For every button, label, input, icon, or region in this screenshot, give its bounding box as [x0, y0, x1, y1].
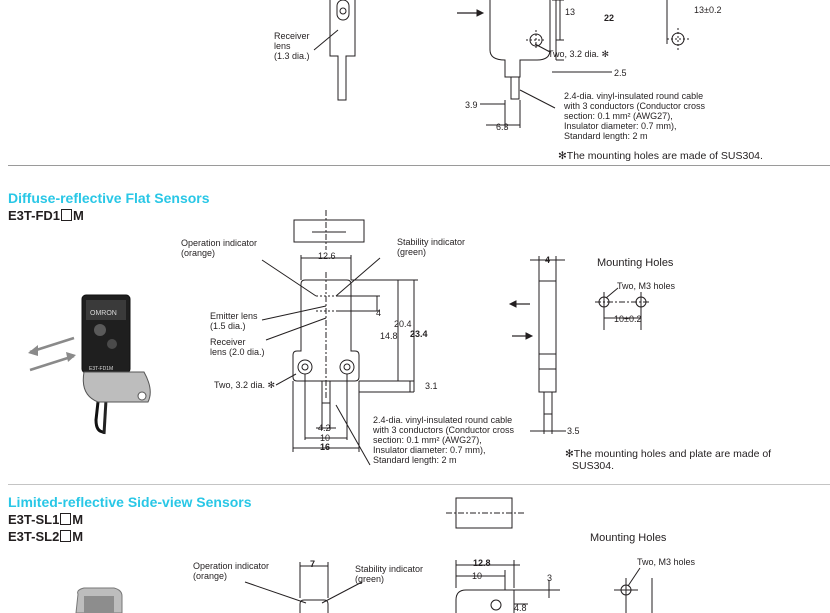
top-mounting-holes	[666, 0, 689, 50]
top-dim-22: 22	[604, 13, 615, 23]
top-dim-13-tolerance: 13±0.2	[694, 5, 722, 15]
flat-dim-16: 16	[320, 442, 331, 452]
flat-side-dim-4: 4	[545, 255, 551, 265]
flat-dim-14-8: 14.8	[380, 331, 398, 341]
top-footnote: ✻The mounting holes are made of SUS304.	[558, 150, 763, 162]
flat-sensor-photo	[28, 294, 151, 435]
flat-operation-indicator: Operation indicator (orange)	[181, 238, 258, 258]
flat-receiver-lens: Receiver lens (2.0 dia.)	[210, 337, 265, 357]
flat-mounting-holes-label: Two, M3 holes	[617, 281, 676, 291]
top-dim-13: 13	[565, 7, 576, 17]
side-dim-10: 10	[472, 571, 483, 581]
flat-dim-20-4: 20.4	[394, 319, 412, 329]
side-dim-4-8: 4.8	[514, 603, 527, 613]
flat-section-title: Diffuse-reflective Flat Sensors	[8, 190, 210, 206]
flat-cable-note: 2.4-dia. vinyl-insulated round cable wit…	[373, 415, 515, 465]
flat-dim-3-1: 3.1	[425, 381, 438, 391]
section-divider	[8, 165, 830, 166]
side-dim-12-8: 12.8	[473, 558, 491, 568]
section-divider-2	[8, 484, 830, 485]
top-dim-3-9: 3.9	[465, 100, 478, 110]
top-mount-hole-label: Two, 3.2 dia. ✻	[548, 49, 610, 59]
sensor-brand-label: OMRON	[90, 310, 117, 317]
side-sensor-side-view	[455, 560, 560, 613]
side-sensor-front-view	[244, 562, 363, 613]
flat-mount-hole-label: Two, 3.2 dia. ✻	[214, 380, 276, 390]
flat-dim-10: 10	[320, 433, 331, 443]
top-dim-2-5: 2.5	[614, 68, 627, 78]
flat-stability-indicator: Stability indicator (green)	[397, 237, 466, 257]
top-sensor-side-view	[457, 0, 612, 128]
flat-dim-4-2: 4.2	[318, 423, 331, 433]
side-mounting-holes	[614, 567, 653, 613]
top-receiver-lens-label: Receiver lens (1.3 dia.)	[274, 31, 310, 61]
side-section-title: Limited-reflective Side-view Sensors	[8, 494, 252, 510]
flat-footnote: ✻The mounting holes and plate are made o…	[565, 448, 772, 472]
top-sensor-front-view	[313, 0, 356, 101]
top-cable-note: 2.4-dia. vinyl-insulated round cable wit…	[564, 91, 706, 141]
side-stability-indicator: Stability indicator (green)	[355, 564, 424, 584]
flat-sensor-front-view	[261, 255, 418, 466]
flat-mounting-holes-title: Mounting Holes	[597, 257, 674, 269]
flat-mounting-holes	[595, 287, 650, 330]
flat-emitter-lens: Emitter lens (1.5 dia.)	[210, 311, 258, 331]
flat-dim-23-4: 23.4	[410, 329, 428, 339]
side-sensor-top-view	[446, 497, 526, 529]
side-mounting-holes-title: Mounting Holes	[590, 532, 667, 544]
flat-dim-12-6: 12.6	[318, 251, 336, 261]
side-dim-7: 7	[310, 559, 316, 569]
flat-mounting-holes-dim: 10±0.2	[614, 314, 642, 324]
sensor-model-label: E3T-FD1M	[89, 366, 114, 372]
flat-dim-3-5: 3.5	[567, 426, 580, 436]
flat-sensor-top-plate	[293, 210, 365, 250]
top-dim-6-3: 6.3	[496, 122, 509, 132]
side-mounting-holes-label: Two, M3 holes	[637, 557, 696, 567]
side-dim-3: 3	[547, 573, 553, 583]
flat-dim-4: 4	[376, 308, 382, 318]
side-sensor-photo	[75, 587, 123, 613]
side-operation-indicator: Operation indicator (orange)	[193, 561, 270, 581]
flat-sensor-side-view	[508, 256, 566, 434]
